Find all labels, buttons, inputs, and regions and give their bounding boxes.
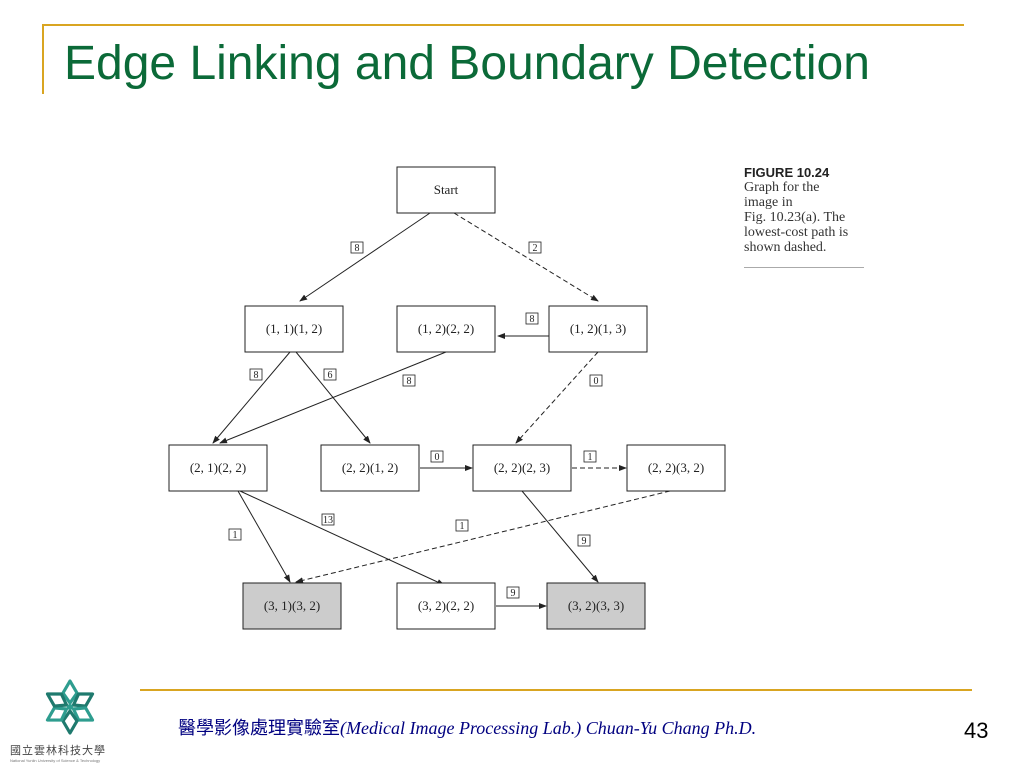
edge-weight-box: 8 xyxy=(402,374,416,387)
figure-label: FIGURE 10.24 xyxy=(744,165,830,180)
node-box xyxy=(472,444,572,492)
node-box xyxy=(168,444,268,492)
university-name: 國立雲林科技大學 xyxy=(10,744,106,757)
edge-weight-box: 2 xyxy=(528,241,542,254)
edge-weight-box: 9 xyxy=(577,534,591,547)
edge-weight: 8 xyxy=(530,314,535,325)
caption-line: image in xyxy=(744,195,793,210)
graph-node-n22_32: (2, 2)(3, 2) xyxy=(626,444,726,492)
edge-weight: 0 xyxy=(594,376,599,387)
caption-line: lowest-cost path is xyxy=(744,225,849,240)
edge-weight: 2 xyxy=(533,243,538,254)
node-box xyxy=(546,582,646,630)
graph-node-n22_12: (2, 2)(1, 2) xyxy=(320,444,420,492)
node-box xyxy=(626,444,726,492)
edge-weight: 8 xyxy=(355,243,360,254)
edge-n12_13-to-n22_23 xyxy=(515,351,599,444)
node-box xyxy=(396,166,496,214)
node-label: (1, 1)(1, 2) xyxy=(266,321,322,336)
top-rule xyxy=(42,24,964,26)
graph-node-n32_33: (3, 2)(3, 3) xyxy=(546,582,646,630)
caption-line: Fig. 10.23(a). The xyxy=(744,210,846,225)
node-box xyxy=(244,305,344,353)
footer-rule xyxy=(140,689,972,691)
edge-weight: 8 xyxy=(407,376,412,387)
edge-weight-box: 13 xyxy=(321,513,335,526)
graph-node-start: Start xyxy=(396,166,496,214)
graph-node-n12_13: (1, 2)(1, 3) xyxy=(548,305,648,353)
footer-lab-en: (Medical Image Processing Lab.) Chuan-Yu… xyxy=(340,718,757,738)
node-label: (3, 1)(3, 2) xyxy=(264,598,320,613)
left-rule xyxy=(42,24,44,94)
caption-line: Graph for the xyxy=(744,180,820,195)
edge-weight: 1 xyxy=(233,530,238,541)
edge-weight-box: 8 xyxy=(249,368,263,381)
edge-weight: 6 xyxy=(328,370,333,381)
node-label: (1, 2)(1, 3) xyxy=(570,321,626,336)
edge-weight-box: 9 xyxy=(506,586,520,599)
node-label: (1, 2)(2, 2) xyxy=(418,321,474,336)
node-label: (2, 1)(2, 2) xyxy=(190,460,246,475)
node-box xyxy=(548,305,648,353)
edge-n21_22-to-n31_32 xyxy=(237,490,291,583)
graph-node-n11_12: (1, 1)(1, 2) xyxy=(244,305,344,353)
node-label: (2, 2)(3, 2) xyxy=(648,460,704,475)
edge-weight-box: 6 xyxy=(323,368,337,381)
graph-node-n21_22: (2, 1)(2, 2) xyxy=(168,444,268,492)
edge-n22_32-to-n31_32 xyxy=(295,490,671,584)
slide-title: Edge Linking and Boundary Detection xyxy=(64,37,870,90)
edge-n11_12-to-n21_22 xyxy=(212,351,291,444)
university-logo-icon xyxy=(45,679,95,735)
edge-weight: 1 xyxy=(460,521,465,532)
figure-caption: FIGURE 10.24 Graph for the image in Fig.… xyxy=(744,165,868,255)
edge-n21_22-to-n32_22 xyxy=(239,490,445,586)
edge-weight-box: 0 xyxy=(430,450,444,463)
node-label: (2, 2)(2, 3) xyxy=(494,460,550,475)
edge-weight-box: 8 xyxy=(525,312,539,325)
graph-node-n22_23: (2, 2)(2, 3) xyxy=(472,444,572,492)
edge-weight: 0 xyxy=(435,452,440,463)
edge-n12_22-to-n21_22 xyxy=(219,351,447,444)
edge-start-to-n12_13 xyxy=(453,212,599,302)
graph-node-n12_22: (1, 2)(2, 2) xyxy=(396,305,496,353)
caption-line: shown dashed. xyxy=(744,240,827,255)
edge-weight-box: 1 xyxy=(583,450,597,463)
node-box xyxy=(242,582,342,630)
edge-weight: 13 xyxy=(323,515,333,526)
graph-node-n31_32: (3, 1)(3, 2) xyxy=(242,582,342,630)
edge-start-to-n11_12 xyxy=(299,212,431,302)
edge-weight: 9 xyxy=(511,588,516,599)
graph-node-n32_22: (3, 2)(2, 2) xyxy=(396,582,496,630)
footer-credit: 醫學影像處理實驗室(Medical Image Processing Lab.)… xyxy=(178,714,756,740)
edge-weight: 1 xyxy=(588,452,593,463)
node-label: (3, 2)(2, 2) xyxy=(418,598,474,613)
node-box xyxy=(396,305,496,353)
edge-n22_23-to-n32_33 xyxy=(521,490,599,583)
edge-weight-box: 0 xyxy=(589,374,603,387)
edge-weight-box: 8 xyxy=(350,241,364,254)
edge-weight: 8 xyxy=(254,370,259,381)
page-number: 43 xyxy=(964,718,989,743)
footer-lab-cn: 醫學影像處理實驗室 xyxy=(178,718,340,738)
node-label: Start xyxy=(434,182,459,197)
edge-weight-box: 1 xyxy=(455,519,469,532)
caption-rule xyxy=(744,267,864,268)
edge-weight-box: 1 xyxy=(228,528,242,541)
node-label: (2, 2)(1, 2) xyxy=(342,460,398,475)
node-box xyxy=(320,444,420,492)
university-subtitle: National Yunlin University of Science & … xyxy=(10,758,101,763)
node-box xyxy=(396,582,496,630)
node-label: (3, 2)(3, 3) xyxy=(568,598,624,613)
edge-weight: 9 xyxy=(582,536,587,547)
